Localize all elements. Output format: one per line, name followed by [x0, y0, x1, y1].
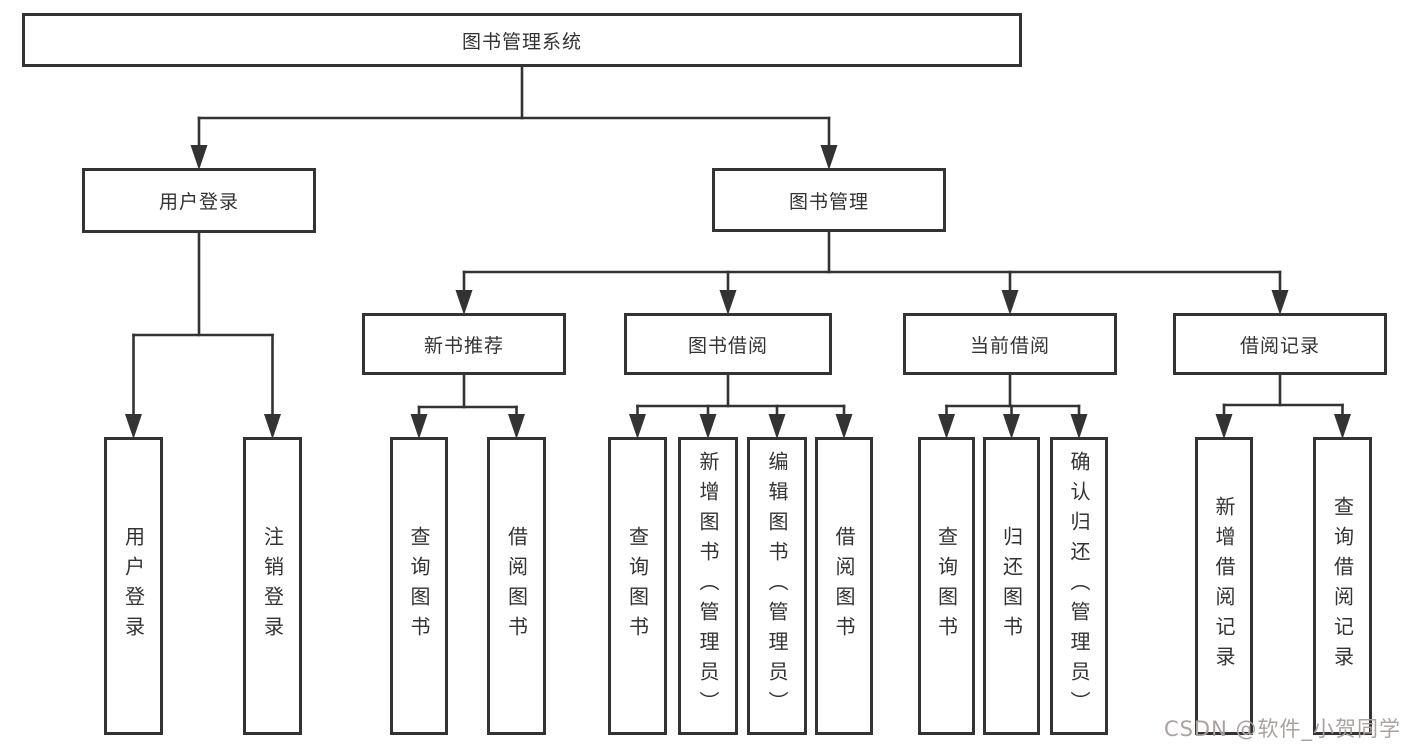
node-borrow-record: 借阅记录 — [1173, 313, 1387, 375]
node-user-login: 用户登录 — [82, 168, 316, 233]
node-label: 图书借阅 — [687, 334, 768, 357]
node-br-query: 查询借阅记录 — [1313, 437, 1372, 735]
node-label: 确认归还（管理员） — [1067, 451, 1091, 721]
node-label: 查询图书 — [407, 526, 431, 646]
node-nb-query: 查询图书 — [390, 437, 448, 735]
node-label: 新增借阅记录 — [1212, 496, 1236, 676]
node-bb-add: 新增图书（管理员） — [678, 437, 738, 735]
node-book-borrow: 图书借阅 — [624, 313, 832, 375]
node-label: 注销登录 — [260, 526, 285, 646]
node-label: 新书推荐 — [423, 334, 504, 357]
node-cb-query: 查询图书 — [918, 437, 975, 735]
node-label: 编辑图书（管理员） — [765, 451, 789, 721]
node-label: 新增图书（管理员） — [696, 451, 720, 721]
node-label: 借阅记录 — [1239, 334, 1320, 357]
node-login-leaf: 用户登录 — [104, 437, 163, 735]
node-br-add: 新增借阅记录 — [1195, 437, 1253, 735]
node-bb-borrow: 借阅图书 — [815, 437, 873, 735]
node-label: 用户登录 — [158, 191, 239, 213]
node-root: 图书管理系统 — [22, 13, 1022, 67]
node-label: 图书管理 — [788, 190, 869, 213]
node-nb-borrow: 借阅图书 — [487, 437, 546, 735]
node-label: 查询图书 — [934, 526, 959, 646]
node-label: 查询借阅记录 — [1330, 496, 1355, 676]
csdn-watermark: CSDN @软件_小贺同学 — [1163, 717, 1401, 741]
node-bb-query: 查询图书 — [608, 437, 667, 735]
node-cb-confirm: 确认归还（管理员） — [1050, 437, 1108, 735]
node-label: 归还图书 — [999, 526, 1024, 646]
node-label: 查询图书 — [625, 526, 650, 646]
node-label: 借阅图书 — [832, 526, 856, 646]
node-label: 用户登录 — [121, 526, 146, 646]
node-logout-leaf: 注销登录 — [243, 437, 302, 735]
node-book-mgmt: 图书管理 — [712, 168, 946, 232]
node-label: 当前借阅 — [969, 334, 1050, 357]
node-label: 图书管理系统 — [461, 30, 582, 53]
node-current-borrow: 当前借阅 — [903, 313, 1117, 375]
node-new-book-rec: 新书推荐 — [362, 313, 566, 375]
node-bb-edit: 编辑图书（管理员） — [747, 437, 807, 735]
node-label: 借阅图书 — [504, 526, 529, 646]
node-cb-return: 归还图书 — [983, 437, 1040, 735]
